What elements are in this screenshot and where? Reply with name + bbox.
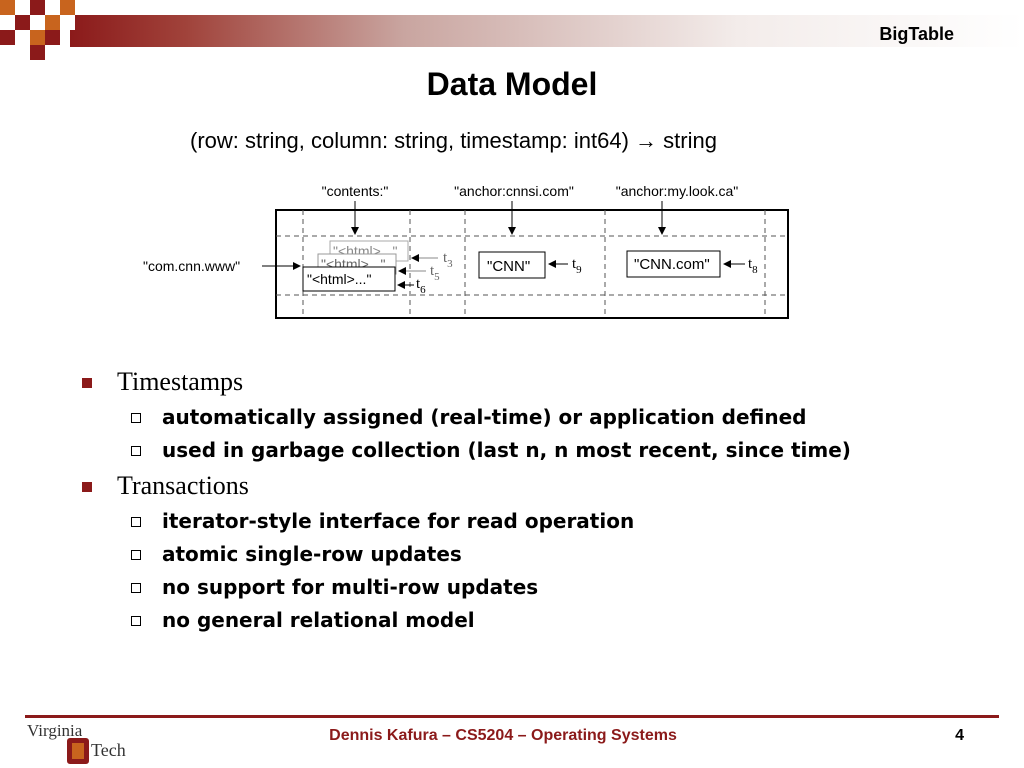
cell-contents-v6: "<html>...": [307, 271, 371, 287]
sub-bullet-label: automatically assigned (real-time) or ap…: [162, 405, 807, 429]
footer-divider: [25, 715, 999, 718]
sub-bullet-item: automatically assigned (real-time) or ap…: [80, 403, 980, 432]
table-border: [275, 209, 789, 319]
cell-box: [626, 250, 721, 278]
timestamp-t8: t8: [748, 256, 758, 276]
decor-square: [15, 30, 30, 45]
arrow-icon: →: [635, 128, 658, 153]
subtitle-signature: (row: string, column: string, timestamp:…: [190, 128, 629, 153]
bullet-item: Transactions: [80, 469, 980, 503]
hollow-square-bullet-icon: [131, 413, 141, 423]
square-bullet-icon: [82, 482, 92, 492]
sub-bullet-item: no general relational model: [80, 606, 980, 635]
slide-title: Data Model: [426, 66, 598, 102]
header-gradient: [70, 15, 1024, 47]
decor-square: [60, 0, 75, 15]
sub-bullet-label: used in garbage collection (last n, n mo…: [162, 438, 851, 462]
hollow-square-bullet-icon: [131, 446, 141, 456]
decor-square: [45, 45, 60, 60]
decor-square: [30, 15, 45, 30]
decor-square: [15, 15, 30, 30]
decor-square: [30, 45, 45, 60]
column-label-anchor-mylook: "anchor:my.look.ca": [616, 183, 739, 199]
sub-bullet-label: iterator-style interface for read operat…: [162, 509, 635, 533]
hollow-square-bullet-icon: [131, 550, 141, 560]
sub-bullet-item: used in garbage collection (last n, n mo…: [80, 436, 980, 465]
cell-version-box: [302, 266, 396, 292]
bullet-list: Timestamps automatically assigned (real-…: [80, 365, 980, 639]
header-title: BigTable: [879, 24, 954, 44]
decor-square: [0, 30, 15, 45]
timestamp-t6: t6: [416, 276, 426, 296]
header-bar: BigTable: [0, 0, 1024, 60]
sub-bullet-label: no support for multi-row updates: [162, 575, 539, 599]
logo-text-virginia: Virginia: [27, 721, 83, 740]
decor-square: [45, 30, 60, 45]
bullet-label: Timestamps: [117, 367, 244, 396]
decor-square: [45, 0, 60, 15]
sub-bullet-label: no general relational model: [162, 608, 475, 632]
timestamp-t9: t9: [572, 256, 582, 276]
sub-bullet-item: iterator-style interface for read operat…: [80, 507, 980, 536]
cell-box: [478, 251, 546, 279]
data-model-diagram: "contents:" "anchor:cnnsi.com" "anchor:m…: [143, 183, 789, 319]
sub-bullet-item: no support for multi-row updates: [80, 573, 980, 602]
hollow-square-bullet-icon: [131, 583, 141, 593]
column-label-anchor-cnnsi: "anchor:cnnsi.com": [454, 183, 574, 199]
decor-square: [30, 0, 45, 15]
square-bullet-icon: [82, 378, 92, 388]
decor-square: [30, 30, 45, 45]
decor-square: [0, 15, 15, 30]
shield-detail: [72, 743, 84, 759]
decor-square: [15, 0, 30, 15]
page-number: 4: [955, 727, 964, 744]
sub-bullet-label: atomic single-row updates: [162, 542, 462, 566]
hollow-square-bullet-icon: [131, 517, 141, 527]
timestamp-t3: t3: [443, 250, 453, 270]
column-label-contents: "contents:": [322, 183, 389, 199]
hollow-square-bullet-icon: [131, 616, 141, 626]
cell-anchor-mylook: "CNN.com": [634, 256, 710, 273]
slide-subtitle: (row: string, column: string, timestamp:…: [190, 128, 717, 154]
row-key-label: "com.cnn.www": [143, 258, 240, 274]
sub-bullet-item: atomic single-row updates: [80, 540, 980, 569]
decor-square: [0, 0, 15, 15]
logo-text-tech: Tech: [91, 740, 126, 760]
bullet-label: Transactions: [117, 471, 249, 500]
decor-square: [60, 15, 75, 30]
virginia-tech-logo: Virginia Tech: [27, 721, 126, 764]
decor-square: [45, 15, 60, 30]
bullet-item: Timestamps: [80, 365, 980, 399]
subtitle-result: string: [663, 128, 717, 153]
cell-anchor-cnnsi: "CNN": [487, 258, 530, 275]
timestamp-t5: t5: [430, 263, 440, 283]
footer-text: Dennis Kafura – CS5204 – Operating Syste…: [329, 727, 677, 744]
